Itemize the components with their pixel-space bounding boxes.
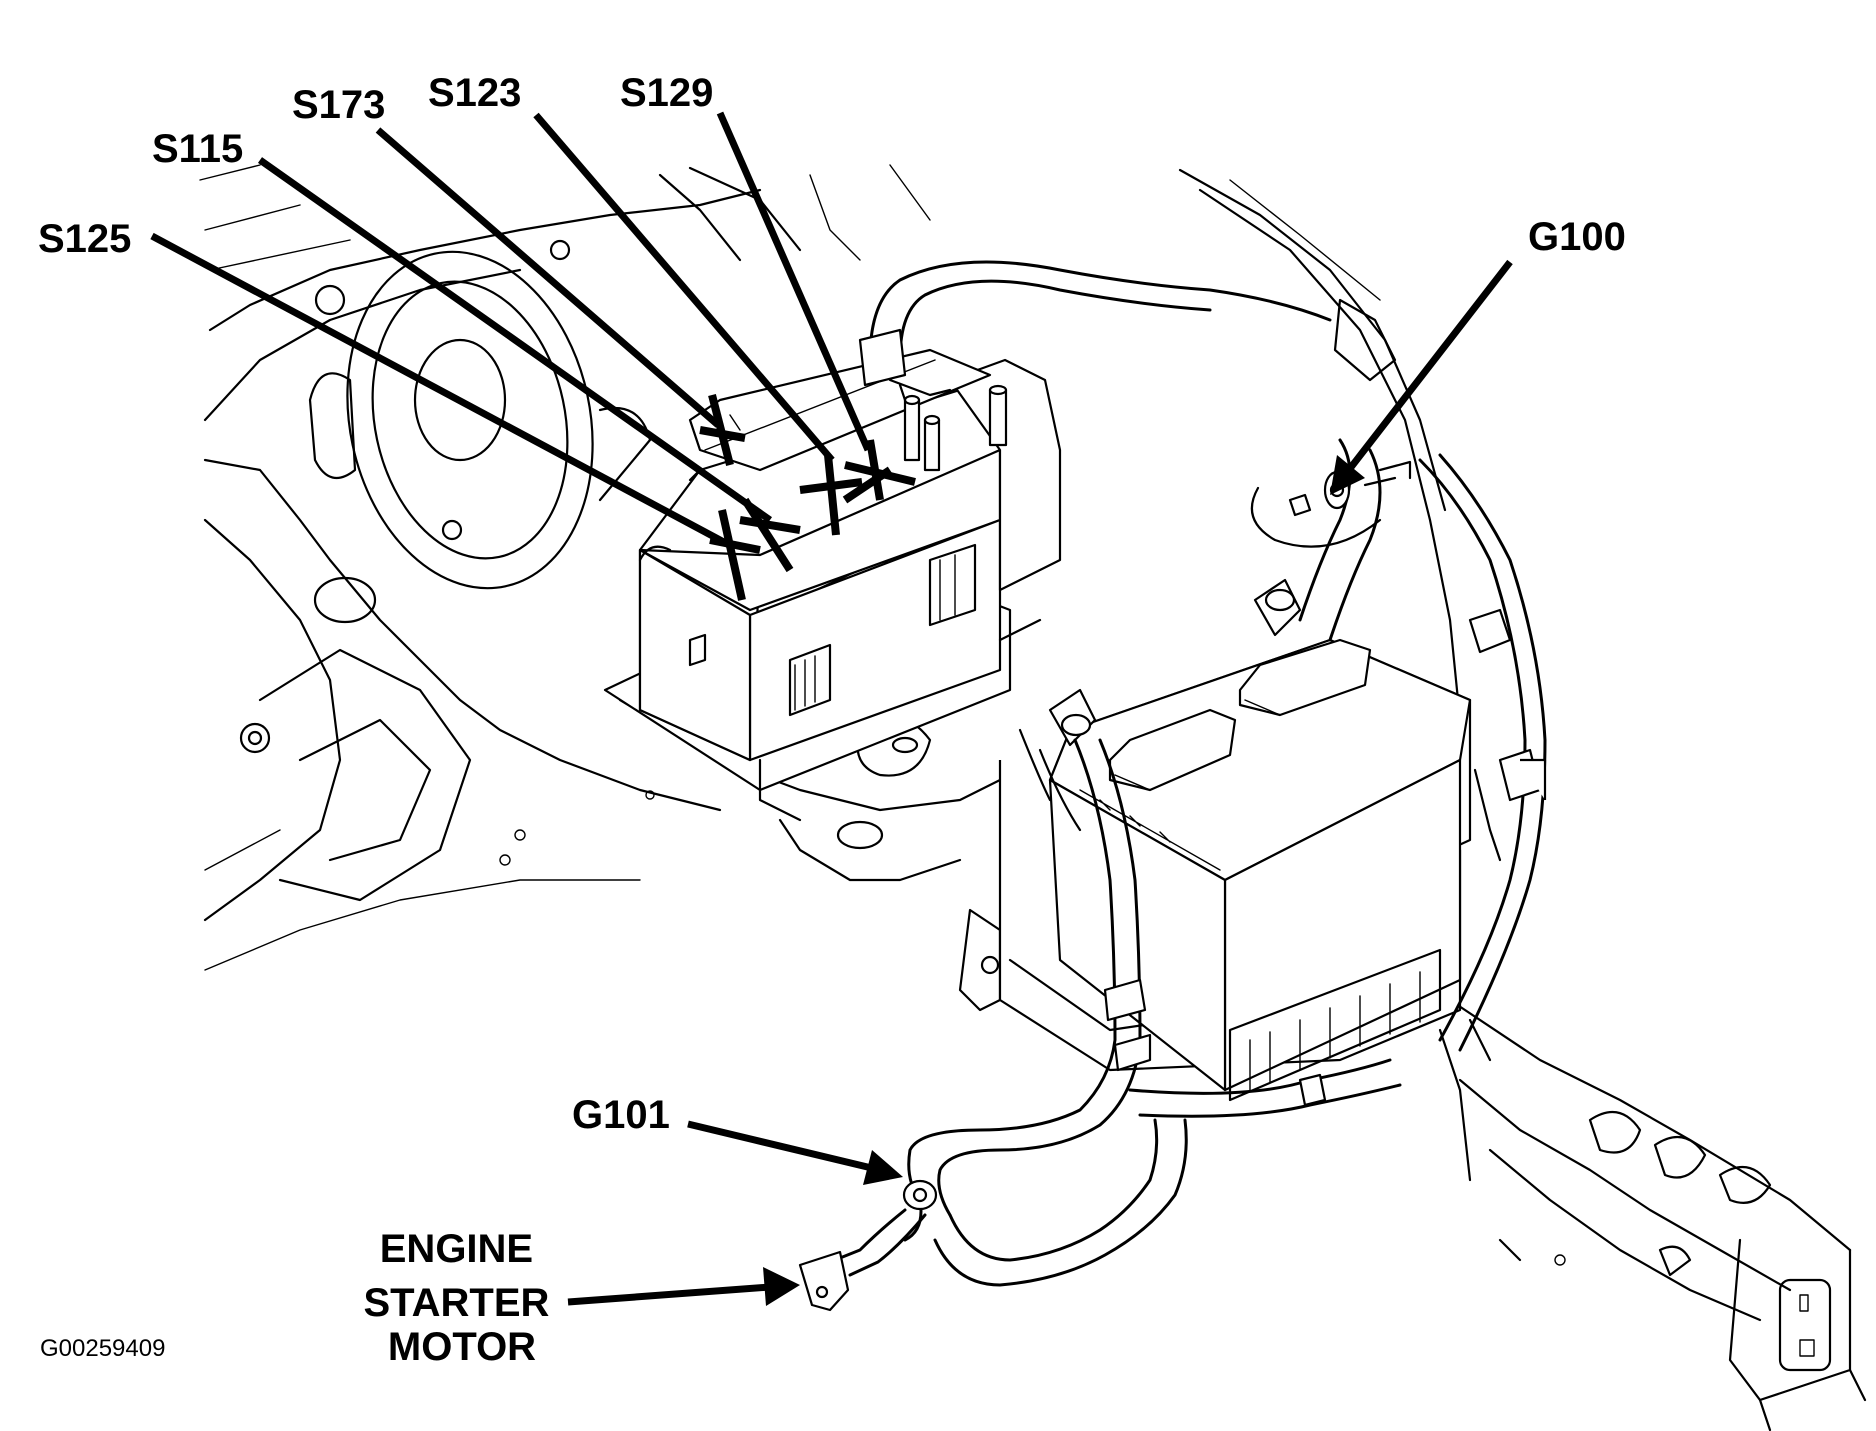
x-mark-s125 — [709, 509, 761, 601]
x-mark-s123 — [799, 454, 863, 536]
battery — [998, 578, 1472, 1102]
label-motor: MOTOR — [388, 1325, 536, 1369]
x-mark-s173 — [699, 394, 746, 466]
label-starter: STARTER — [363, 1281, 549, 1325]
splice-location-marks — [699, 394, 916, 601]
arrowhead-g100 — [1330, 455, 1365, 495]
leader-g101 — [687, 1120, 881, 1174]
label-s123: S123 — [428, 71, 521, 115]
arrowhead-g101 — [863, 1150, 903, 1185]
leader-s129 — [716, 111, 872, 452]
callout-labels: S125 S115 S173 S123 S129 G100 G101 ENGIN… — [38, 71, 1626, 1369]
label-engine-starter-motor: ENGINE STARTER MOTOR — [363, 1227, 560, 1369]
label-s173: S173 — [292, 83, 385, 127]
label-g100: G100 — [1528, 215, 1626, 259]
label-s125: S125 — [38, 217, 131, 261]
arrowhead-engine-starter-motor — [763, 1267, 800, 1306]
leader-s173 — [375, 127, 721, 428]
figure-id: G00259409 — [40, 1335, 165, 1362]
x-mark-s129 — [842, 439, 916, 504]
leader-lines — [150, 111, 1513, 1306]
leader-s123 — [533, 112, 835, 463]
x-mark-s115 — [739, 497, 801, 573]
label-engine: ENGINE — [380, 1227, 533, 1271]
label-s129: S129 — [620, 71, 713, 115]
leader-g100 — [1342, 259, 1513, 478]
label-s115: S115 — [152, 127, 243, 171]
power-distribution-center — [603, 348, 1062, 822]
leader-engine-starter-motor — [567, 1283, 771, 1306]
leader-s125 — [150, 232, 737, 552]
leader-s115 — [257, 157, 773, 523]
label-g101: G101 — [572, 1093, 670, 1137]
